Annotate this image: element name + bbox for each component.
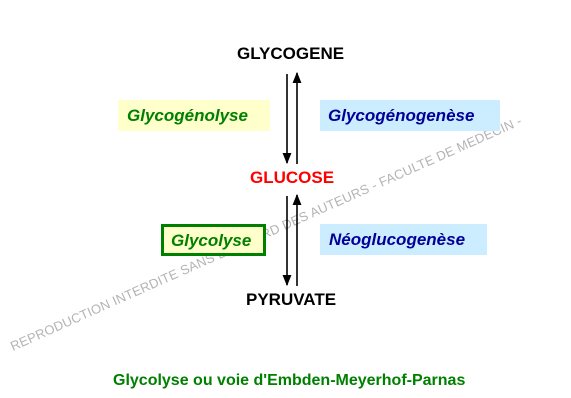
node-glycogene: GLYCOGENE [237, 44, 345, 63]
node-pyruvate: PYRUVATE [246, 290, 337, 309]
node-glucose: GLUCOSE [250, 168, 335, 187]
process-glycogenolyse: Glycogénolyse [118, 100, 270, 131]
process-neoglucogenese: Néoglucogenèse [320, 224, 487, 255]
process-glycogenogenese: Glycogénogenèse [320, 100, 500, 131]
caption: Glycolyse ou voie d'Embden-Meyerhof-Parn… [113, 372, 466, 389]
process-glycolyse: Glycolyse [161, 224, 266, 256]
